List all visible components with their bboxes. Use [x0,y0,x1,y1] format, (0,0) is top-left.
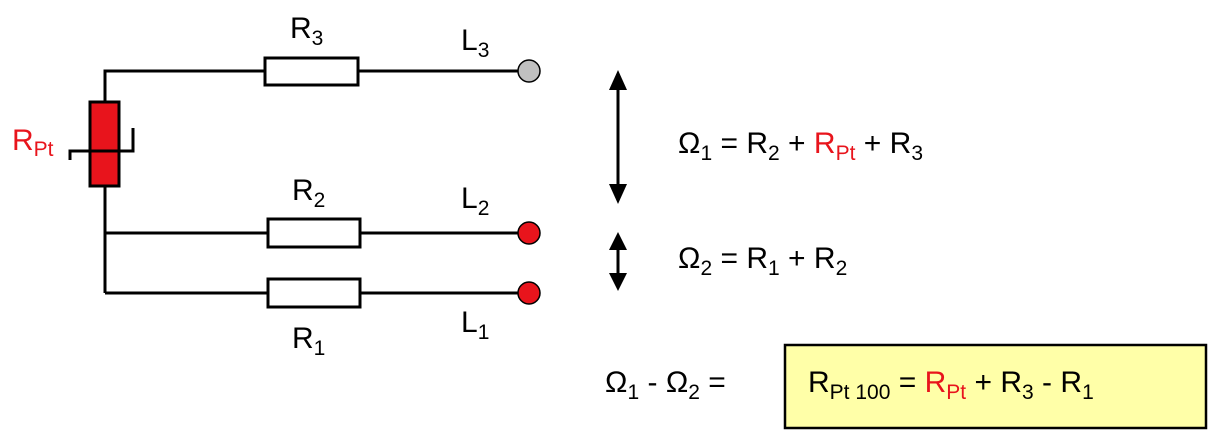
equation-omega1: Ω1 = R2 + RPt + R3 [678,127,923,167]
terminal-l1 [517,281,541,305]
resistor-r1 [266,277,362,309]
rtd-element [88,100,121,188]
result-box [783,343,1208,430]
resistor-r3 [263,56,360,87]
label-r2: R2 [292,174,325,212]
label-l2: L2 [461,182,489,220]
arrow-omega2 [609,232,627,291]
label-r3: R3 [290,12,323,50]
arrow-omega1 [609,70,627,204]
label-l3: L3 [461,24,489,62]
terminal-l3 [517,59,541,83]
wire-top [103,69,518,104]
terminal-l2 [517,221,541,245]
equation-difference: Ω1 - Ω2 = [605,366,726,406]
label-l1: L1 [461,306,489,344]
equation-result: RPt 100 = RPt + R3 - R1 [808,366,1094,406]
label-rpt: RPt [12,124,54,161]
circuit [103,69,518,295]
resistor-r2 [266,217,362,249]
equation-omega2: Ω2 = R1 + R2 [678,242,847,282]
label-r1: R1 [292,322,325,360]
rtd-variable-symbol [68,128,135,160]
